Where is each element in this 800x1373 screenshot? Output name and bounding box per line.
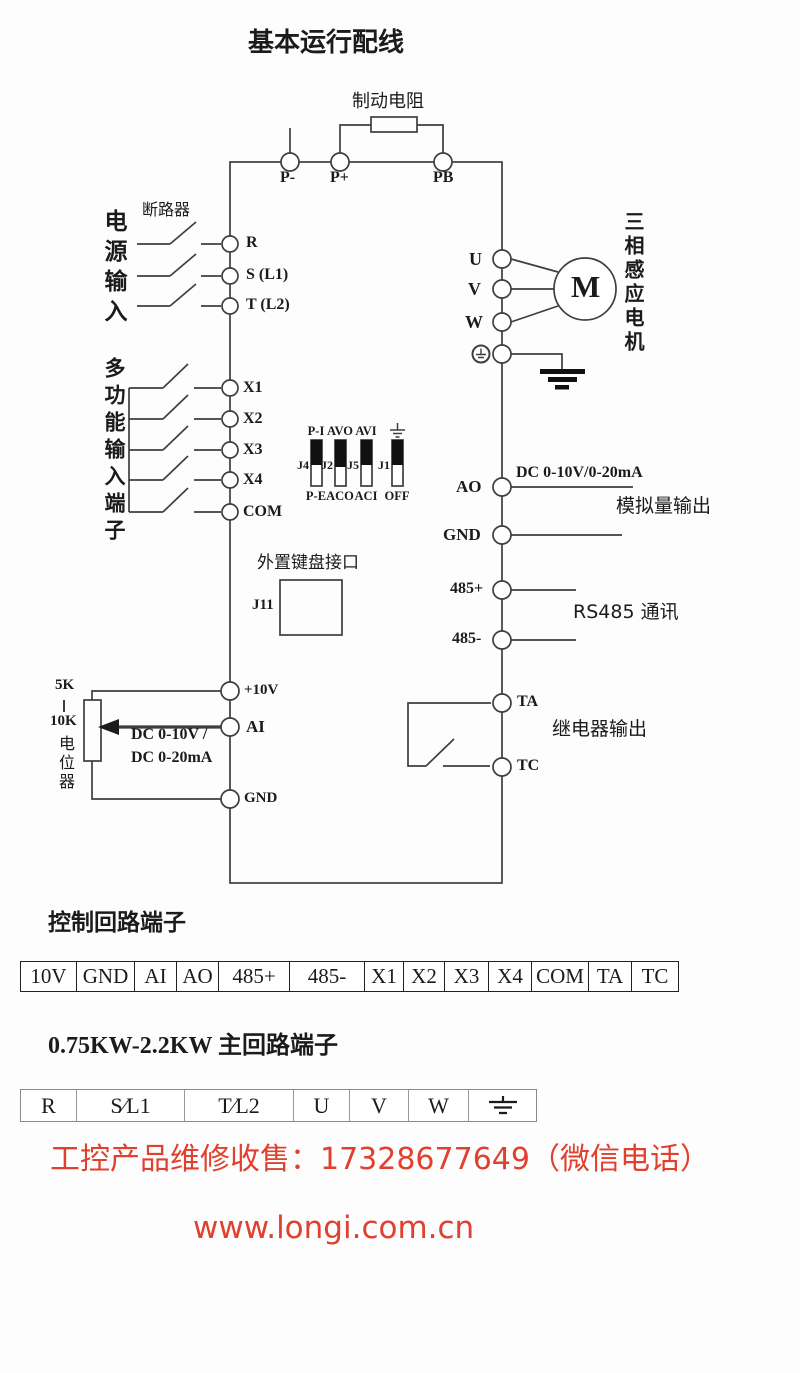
main-terminal-table: R S∕L1 T∕L2 U V W xyxy=(20,1089,537,1122)
terminal-x3: X3 xyxy=(243,441,263,458)
contact-line: 工控产品维修收售：17328677649（微信电话） xyxy=(50,1142,710,1177)
relay-output-label: 继电器输出 xyxy=(552,718,648,740)
terminal-x2: X2 xyxy=(243,410,263,427)
jumper-top-label: AVI xyxy=(355,424,377,438)
terminal-cell: X2 xyxy=(403,962,444,991)
terminal-x1: X1 xyxy=(243,379,263,396)
jumper-name: J4 xyxy=(297,458,309,472)
terminal-cell: X4 xyxy=(488,962,531,991)
braking-resistor-label: 制动电阻 xyxy=(352,91,424,112)
terminal-cell: V xyxy=(349,1090,408,1121)
motor-circle xyxy=(553,257,617,321)
terminal-p-plus: P+ xyxy=(330,169,349,186)
protective-earth-icon xyxy=(471,344,491,364)
terminal-cell: 10V xyxy=(30,964,67,988)
jumper-top-label: P-I xyxy=(307,424,325,438)
terminal-com: COM xyxy=(243,503,283,520)
earth-ground-icon xyxy=(390,423,405,438)
terminal-cell xyxy=(468,1090,536,1121)
terminal-r: R xyxy=(246,234,258,251)
jumper-bottom-label: OFF xyxy=(384,489,410,503)
motor-group-label: 三相感应电机 xyxy=(621,211,645,355)
terminal-cell: R xyxy=(41,1092,56,1118)
breaker-label: 断路器 xyxy=(142,200,191,219)
power-input-group-label: 电源输入 xyxy=(100,209,126,329)
inverter-wiring-artwork xyxy=(83,116,633,884)
wiper-arrow-icon xyxy=(98,719,119,735)
terminal-cell: 485+ xyxy=(218,962,289,991)
terminal-x4: X4 xyxy=(243,471,263,488)
ai-spec-line1: DC 0-10V / xyxy=(131,726,208,743)
terminal-ao: AO xyxy=(456,477,482,496)
inverter-body-box xyxy=(229,161,503,884)
braking-resistor-box xyxy=(370,116,418,133)
terminal-cell: U xyxy=(293,1090,349,1121)
terminal-pb: PB xyxy=(433,169,454,186)
jumper-name: J1 xyxy=(378,458,390,472)
terminal-gnd-right: GND xyxy=(443,525,481,544)
motor-m-label: M xyxy=(571,269,601,304)
keypad-port-name: J11 xyxy=(252,597,274,613)
control-table-heading: 控制回路端子 xyxy=(48,910,186,936)
jumper-block xyxy=(310,439,404,487)
jumper-top-label: AVO xyxy=(327,424,353,438)
control-terminal-table: 10V GND AI AO 485+ 485- X1 X2 X3 X4 COM … xyxy=(20,961,679,992)
terminal-cell: AI xyxy=(134,962,176,991)
terminal-w: W xyxy=(465,312,483,332)
jumper-name: J5 xyxy=(347,458,359,472)
terminal-cell: GND xyxy=(76,962,134,991)
terminal-tc: TC xyxy=(517,757,540,774)
terminal-cell: X1 xyxy=(364,962,403,991)
jumper-bottom-label: ACI xyxy=(354,489,378,503)
terminal-485-minus: 485- xyxy=(452,630,482,647)
website-link[interactable]: www.longi.com.cn xyxy=(193,1210,475,1246)
earth-ground-icon xyxy=(488,1095,517,1114)
multi-function-group-label: 多功能输入端子 xyxy=(102,357,126,546)
terminal-cell: AO xyxy=(176,962,218,991)
main-table-heading: 0.75KW-2.2KW 主回路端子 xyxy=(48,1033,339,1059)
earth-ground-icon xyxy=(540,369,585,390)
terminal-gnd-left: GND xyxy=(244,790,278,806)
terminal-plus10v: +10V xyxy=(244,682,279,698)
terminal-485-plus: 485+ xyxy=(450,580,484,597)
jumper-name: J2 xyxy=(321,458,333,472)
terminal-cell: TA xyxy=(588,962,631,991)
terminal-cell: TC xyxy=(631,962,678,991)
terminal-v: V xyxy=(468,279,481,299)
terminal-t-l2: T (L2) xyxy=(246,296,290,313)
rs485-label: RS485 通讯 xyxy=(573,601,679,623)
terminal-p-minus: P- xyxy=(280,169,296,186)
jumper-bottom-label: ACO xyxy=(326,489,354,503)
terminal-cell: W xyxy=(408,1090,468,1121)
terminal-ai: AI xyxy=(246,717,265,736)
terminal-cell: T∕L2 xyxy=(184,1090,293,1121)
terminal-u: U xyxy=(469,249,482,269)
terminal-cell: COM xyxy=(531,962,588,991)
jumper-bottom-label: P-E xyxy=(305,489,327,503)
potentiometer-box xyxy=(83,699,102,762)
terminal-s-l1: S (L1) xyxy=(246,266,289,283)
ao-spec-label: DC 0-10V/0-20mA xyxy=(516,464,643,481)
keypad-port-box xyxy=(279,579,343,636)
pot-range-bottom: 10K xyxy=(50,713,77,729)
analog-output-label: 模拟量输出 xyxy=(616,495,712,517)
keypad-port-label: 外置键盘接口 xyxy=(257,553,359,573)
pot-range-separator xyxy=(63,700,65,712)
page-title: 基本运行配线 xyxy=(248,28,405,58)
terminal-ta: TA xyxy=(517,693,539,710)
pot-name-label: 电位器 xyxy=(56,735,75,792)
terminal-cell: S∕L1 xyxy=(76,1090,184,1121)
pot-range-top: 5K xyxy=(55,677,75,693)
terminal-cell: 485- xyxy=(289,962,364,991)
terminal-cell: X3 xyxy=(444,962,488,991)
relay-contact xyxy=(407,702,491,767)
terminal-circles xyxy=(220,152,512,809)
ai-spec-line2: DC 0-20mA xyxy=(131,749,213,766)
